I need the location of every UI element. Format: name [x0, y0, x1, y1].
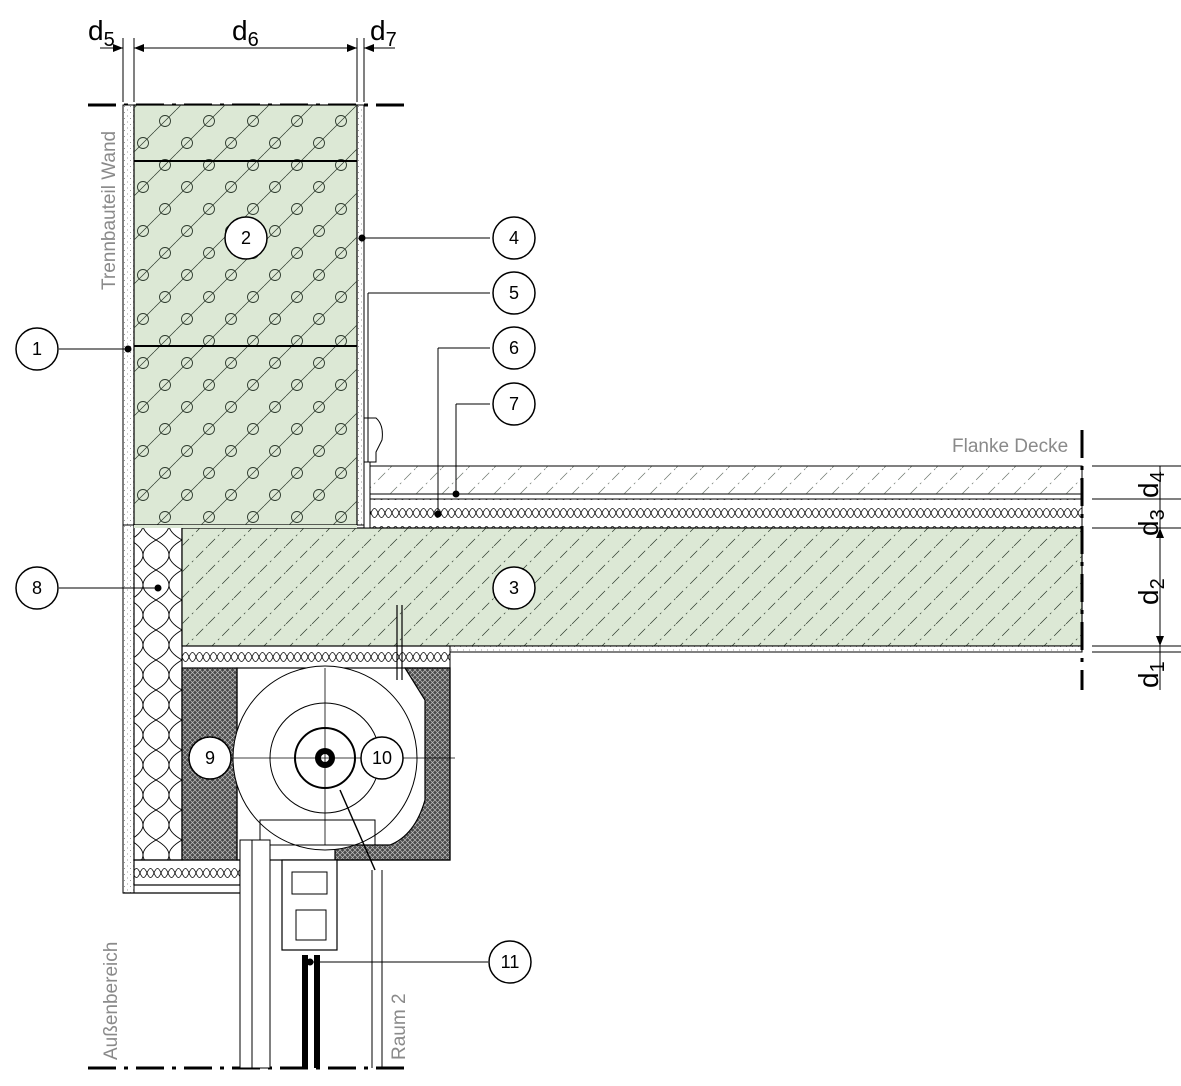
arrowhead [347, 44, 357, 52]
dim-label-d4: d4 [1133, 471, 1169, 498]
leader-dot [358, 234, 366, 242]
svg-text:10: 10 [372, 748, 392, 768]
concrete-slab-corner [134, 525, 357, 528]
arrowhead [364, 44, 374, 52]
dim-label-d1: d1 [1133, 661, 1169, 688]
svg-text:4: 4 [509, 228, 519, 248]
shutter-curtain [339, 789, 376, 871]
impact-sound-insulation [369, 498, 1083, 529]
callout-leaders [59, 237, 490, 963]
svg-text:5: 5 [509, 283, 519, 303]
callout-8: 8 [15, 566, 59, 610]
callout-5: 5 [492, 271, 536, 315]
svg-text:6: 6 [509, 338, 519, 358]
window-frame-outer [239, 839, 253, 1069]
lintel-insulation-bottom [133, 859, 241, 886]
svg-text:11: 11 [501, 952, 520, 972]
svg-text:8: 8 [32, 578, 42, 598]
callout-1: 1 [15, 327, 59, 371]
leader-dot [452, 490, 460, 498]
leader-dot [434, 510, 442, 518]
dim-label-d2: d2 [1133, 578, 1169, 605]
exterior-render-layer [122, 524, 135, 894]
arrowhead [1156, 528, 1164, 538]
concrete-slab-hatch [182, 528, 1082, 646]
window-glass-pane [314, 955, 320, 1068]
interior-plaster-layer [356, 104, 365, 526]
callout-4: 4 [492, 216, 536, 260]
label-room: Raum 2 [389, 993, 410, 1060]
callout-10: 10 [360, 736, 404, 780]
callout-3: 3 [492, 566, 536, 610]
perimeter-insulation-pattern [134, 525, 182, 860]
label-exterior: Außenbereich [101, 942, 122, 1060]
dim-label-d6: d6 [232, 15, 259, 51]
leader-dot [306, 958, 314, 966]
arrowhead [113, 44, 123, 52]
callout-11: 11 [488, 940, 532, 984]
label-separating-wall: Trennbauteil Wand [99, 131, 120, 290]
callout-9: 9 [188, 736, 232, 780]
edge-insulation-strip [363, 461, 371, 529]
window-sash-chamber [295, 909, 327, 941]
dim-label-d3: d3 [1133, 509, 1169, 536]
svg-text:9: 9 [205, 748, 215, 768]
svg-text:3: 3 [509, 578, 519, 598]
label-flank-ceiling: Flanke Decke [952, 436, 1068, 457]
shutter-guide [259, 819, 376, 846]
callout-6: 6 [492, 326, 536, 370]
shutter-box-top-insulation [181, 645, 451, 669]
masonry-wall-hatch [134, 105, 357, 525]
callout-2: 2 [224, 216, 268, 260]
screed-hatch [370, 466, 1082, 494]
separation-foil [369, 493, 1083, 500]
exterior-plaster-layer [122, 104, 135, 526]
svg-text:7: 7 [509, 394, 519, 414]
dimension-right [1092, 465, 1181, 690]
window-sash-chamber [291, 871, 328, 895]
window-frame-inner [251, 839, 271, 1069]
callout-7: 7 [492, 382, 536, 426]
dimension-top [100, 38, 395, 102]
dim-label-d7: d7 [370, 15, 397, 51]
svg-text:1: 1 [32, 339, 42, 359]
svg-text:2: 2 [241, 228, 251, 248]
leader-dot [154, 584, 162, 592]
arrowhead [1156, 636, 1164, 646]
leader-dot [124, 345, 132, 353]
arrowhead [134, 44, 144, 52]
window-glass-pane [302, 955, 308, 1068]
ceiling-plaster [449, 645, 1083, 653]
dim-label-d5: d5 [88, 15, 115, 51]
skirting-board [363, 417, 383, 463]
